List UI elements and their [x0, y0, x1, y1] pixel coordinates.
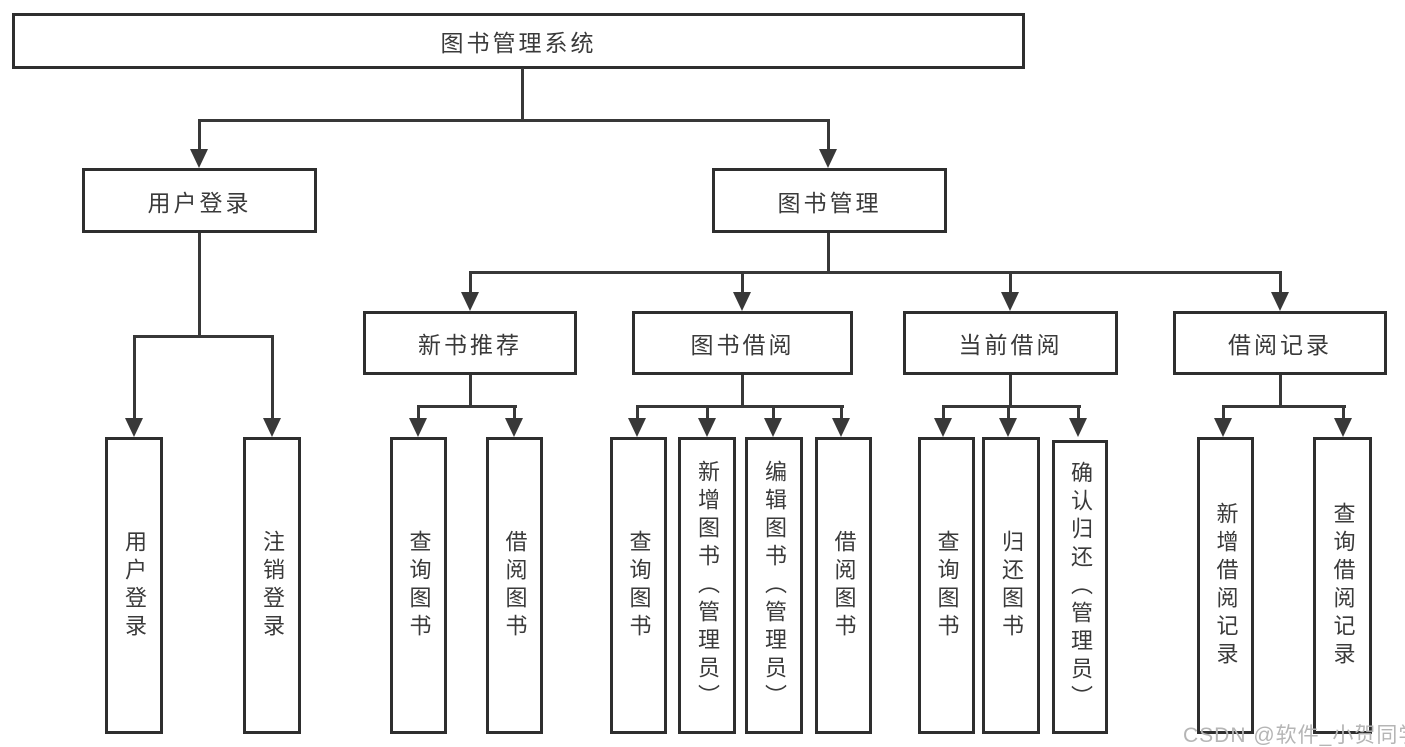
connector-current-stem [1009, 375, 1012, 407]
connector-drop-book-management [827, 119, 830, 151]
node-user-login: 用户登录 [82, 168, 317, 233]
leaf-record-query-record: 查询借阅记录 [1313, 437, 1372, 734]
arrow-down-icon [819, 149, 837, 168]
leaf-current-confirm-return: 确认归还（管理员） [1052, 440, 1108, 734]
arrow-down-icon [190, 149, 208, 168]
connector-drop [1007, 405, 1010, 420]
connector-borrow-rail [636, 405, 844, 408]
connector-current-rail [942, 405, 1081, 408]
connector-drop [942, 405, 945, 420]
connector-drop-current-borrow [1009, 271, 1012, 293]
leaf-current-return-books: 归还图书 [982, 437, 1040, 734]
connector-drop-borrow-record [1279, 271, 1282, 293]
arrow-down-icon [1334, 418, 1352, 437]
leaf-recommend-query-books: 查询图书 [390, 437, 447, 734]
connector-drop [636, 405, 639, 420]
arrow-down-icon [263, 418, 281, 437]
connector-drop [840, 405, 843, 420]
connector-drop-book-borrow [741, 271, 744, 293]
arrow-down-icon [461, 292, 479, 311]
connector-user-login-rail [133, 335, 274, 338]
connector-root-rail [198, 119, 830, 122]
connector-drop [1077, 405, 1080, 420]
leaf-borrow-edit-books: 编辑图书（管理员） [745, 437, 803, 734]
connector-drop [513, 405, 516, 420]
node-new-book-recommend: 新书推荐 [363, 311, 577, 375]
connector-root-stem [521, 68, 524, 119]
arrow-down-icon [764, 418, 782, 437]
connector-recommend-rail [417, 405, 517, 408]
connector-drop-leaf-logout [271, 335, 274, 419]
connector-drop [1222, 405, 1225, 420]
connector-drop [772, 405, 775, 420]
arrow-down-icon [409, 418, 427, 437]
connector-book-management-stem [827, 233, 830, 273]
connector-drop [417, 405, 420, 420]
connector-record-stem [1279, 375, 1282, 407]
arrow-down-icon [505, 418, 523, 437]
arrow-down-icon [1001, 292, 1019, 311]
connector-drop-leaf-user-login [133, 335, 136, 419]
arrow-down-icon [1069, 418, 1087, 437]
connector-drop-user-login [198, 119, 201, 151]
node-borrow-record: 借阅记录 [1173, 311, 1387, 375]
connector-record-rail [1222, 405, 1346, 408]
arrow-down-icon [832, 418, 850, 437]
leaf-borrow-add-books: 新增图书（管理员） [678, 437, 736, 734]
node-book-management: 图书管理 [712, 168, 947, 233]
arrow-down-icon [934, 418, 952, 437]
connector-user-login-stem [198, 233, 201, 338]
arrow-down-icon [999, 418, 1017, 437]
leaf-borrow-query-books: 查询图书 [610, 437, 667, 734]
arrow-down-icon [733, 292, 751, 311]
connector-book-management-rail [469, 271, 1282, 274]
arrow-down-icon [125, 418, 143, 437]
connector-drop [706, 405, 709, 420]
leaf-record-add-record: 新增借阅记录 [1197, 437, 1254, 734]
connector-recommend-stem [469, 375, 472, 407]
connector-drop-new-book-recommend [469, 271, 472, 293]
leaf-borrow-borrow-books: 借阅图书 [815, 437, 872, 734]
node-current-borrow: 当前借阅 [903, 311, 1118, 375]
leaf-logout: 注销登录 [243, 437, 301, 734]
leaf-current-query-books: 查询图书 [918, 437, 975, 734]
leaf-user-login: 用户登录 [105, 437, 163, 734]
connector-drop [1342, 405, 1345, 420]
arrow-down-icon [1214, 418, 1232, 437]
node-library-system: 图书管理系统 [12, 13, 1025, 69]
connector-borrow-stem [741, 375, 744, 407]
arrow-down-icon [628, 418, 646, 437]
watermark: CSDN @软件_小贺同学 [1183, 724, 1405, 747]
arrow-down-icon [1271, 292, 1289, 311]
node-book-borrow: 图书借阅 [632, 311, 853, 375]
leaf-recommend-borrow-books: 借阅图书 [486, 437, 543, 734]
arrow-down-icon [698, 418, 716, 437]
